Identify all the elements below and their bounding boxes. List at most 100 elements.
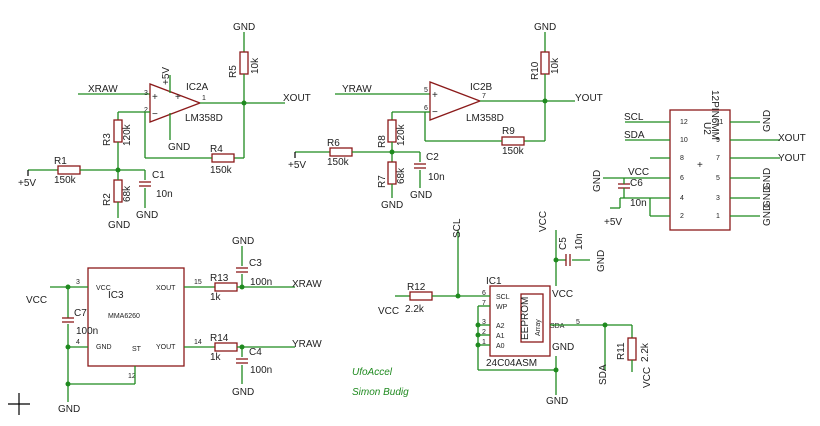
svg-text:68k: 68k <box>122 185 133 202</box>
resistor-r1: R1 <box>54 156 67 167</box>
ic1-body <box>489 285 551 357</box>
svg-text:SCL: SCL <box>496 294 510 301</box>
author-text: Simon Budig <box>352 387 409 398</box>
svg-text:12: 12 <box>128 373 136 380</box>
resistor-r4: R4 <box>210 144 223 155</box>
ic1-name: IC1 <box>486 276 502 287</box>
svg-text:VCC: VCC <box>552 289 573 300</box>
capacitor-c7: C7 <box>74 308 87 319</box>
svg-text:11: 11 <box>716 119 723 126</box>
net-label-xraw-in: XRAW <box>88 84 118 95</box>
connector-u2-name: U2 <box>701 122 712 135</box>
svg-text:10n: 10n <box>574 233 585 250</box>
svg-text:+: + <box>697 160 703 171</box>
svg-text:XOUT: XOUT <box>156 285 176 292</box>
gnd-ic2a: GND <box>168 142 190 153</box>
stage-x-amplifier: XRAW + − + IC2A LM358D 3 2 1 +5V GND XOU… <box>18 22 311 231</box>
net-label-vcc-ic1: VCC <box>538 211 549 232</box>
net-label-vcc-u2: VCC <box>628 167 649 178</box>
opamp-ic2a-name: IC2A <box>186 82 209 93</box>
svg-text:150k: 150k <box>54 175 77 186</box>
ic3-part: MMA6260 <box>108 313 140 320</box>
connector-u2-body <box>669 109 731 231</box>
svg-text:1: 1 <box>482 339 486 346</box>
svg-text:6: 6 <box>482 290 486 297</box>
svg-text:3: 3 <box>482 319 486 326</box>
net-label-xraw-out: XRAW <box>292 279 322 290</box>
svg-text:VCC: VCC <box>96 285 111 292</box>
net-label-sda-u2: SDA <box>624 130 645 141</box>
gnd-u2-11: GND <box>762 110 773 132</box>
opamp-ic2b-part: LM358D <box>466 113 504 124</box>
svg-text:10n: 10n <box>156 189 173 200</box>
net-label-scl-u2: SCL <box>624 112 644 123</box>
svg-text:100n: 100n <box>250 277 272 288</box>
connector-u2-part: 12PIN6MM <box>709 90 720 140</box>
resistor-r3: R3 <box>102 133 113 146</box>
net-label-yraw-out: YRAW <box>292 339 322 350</box>
svg-text:−: − <box>152 109 158 120</box>
svg-text:4: 4 <box>680 195 684 202</box>
capacitor-c4: C4 <box>249 347 262 358</box>
stage-y-amplifier: YRAW + − IC2B LM358D 5 6 7 YOUT GND R10 … <box>288 22 603 211</box>
net-label-yraw-in: YRAW <box>342 84 372 95</box>
svg-text:Array: Array <box>535 319 542 336</box>
svg-text:10k: 10k <box>250 57 261 74</box>
svg-text:2: 2 <box>482 329 486 336</box>
svg-text:SDA: SDA <box>550 323 565 330</box>
svg-text:+: + <box>152 92 158 103</box>
capacitor-c6: C6 <box>630 178 643 189</box>
svg-text:68k: 68k <box>396 167 407 184</box>
svg-text:−: − <box>432 107 438 118</box>
capacitor-c2: C2 <box>426 152 439 163</box>
svg-text:7: 7 <box>482 93 486 100</box>
svg-text:6: 6 <box>680 175 684 182</box>
resistor-r8: R8 <box>377 135 388 148</box>
svg-text:10k: 10k <box>550 57 561 74</box>
svg-text:150k: 150k <box>502 146 525 157</box>
svg-text:10n: 10n <box>630 198 647 209</box>
ic3-body <box>87 267 185 367</box>
ic1-part: 24C04ASM <box>486 358 537 369</box>
gnd-r2: GND <box>108 220 130 231</box>
svg-text:WP: WP <box>496 304 508 311</box>
resistor-r10: R10 <box>530 61 541 80</box>
gnd-c4: GND <box>232 387 254 398</box>
net-label-yout-1: YOUT <box>575 93 603 104</box>
gnd-ic1: GND <box>546 396 568 407</box>
accelerometer-ic3: VCC GND XOUT YOUT ST IC3 MMA6260 3 4 15 … <box>26 236 322 415</box>
svg-text:6: 6 <box>424 105 428 112</box>
svg-text:9: 9 <box>716 137 720 144</box>
svg-text:1: 1 <box>202 95 206 102</box>
gnd-c5: GND <box>596 250 607 272</box>
svg-text:ST: ST <box>132 346 142 353</box>
svg-text:8: 8 <box>680 155 684 162</box>
net-label-5v-u2: +5V <box>604 217 622 228</box>
opamp-ic2a <box>149 83 202 123</box>
svg-text:3: 3 <box>144 90 148 97</box>
gnd-u2-1: GND <box>762 204 773 226</box>
net-label-5v-r6: +5V <box>288 160 306 171</box>
net-label-xout-1: XOUT <box>283 93 311 104</box>
opamp-ic2b-name: IC2B <box>470 82 493 93</box>
svg-text:2.2k: 2.2k <box>640 342 651 362</box>
opamp-ic2a-part: LM358D <box>185 113 223 124</box>
svg-text:GND: GND <box>96 344 112 351</box>
gnd-u2-3: GND <box>762 186 773 208</box>
opamp-ic2b <box>429 81 482 121</box>
svg-text:120k: 120k <box>122 123 133 146</box>
resistor-r6: R6 <box>327 138 340 149</box>
svg-text:A0: A0 <box>496 343 505 350</box>
capacitor-c5: C5 <box>558 237 569 250</box>
svg-text:+: + <box>432 90 438 101</box>
resistor-r14: R14 <box>210 333 229 344</box>
gnd-c3: GND <box>232 236 254 247</box>
svg-text:5: 5 <box>576 319 580 326</box>
svg-text:A2: A2 <box>496 323 505 330</box>
svg-text:4: 4 <box>76 339 80 346</box>
svg-text:10: 10 <box>680 137 688 144</box>
net-label-vcc-r12: VCC <box>378 306 399 317</box>
svg-text:2.2k: 2.2k <box>405 304 425 315</box>
design-name-text: UfoAccel <box>352 367 393 378</box>
net-label-sda-ic1: SDA <box>598 364 609 385</box>
